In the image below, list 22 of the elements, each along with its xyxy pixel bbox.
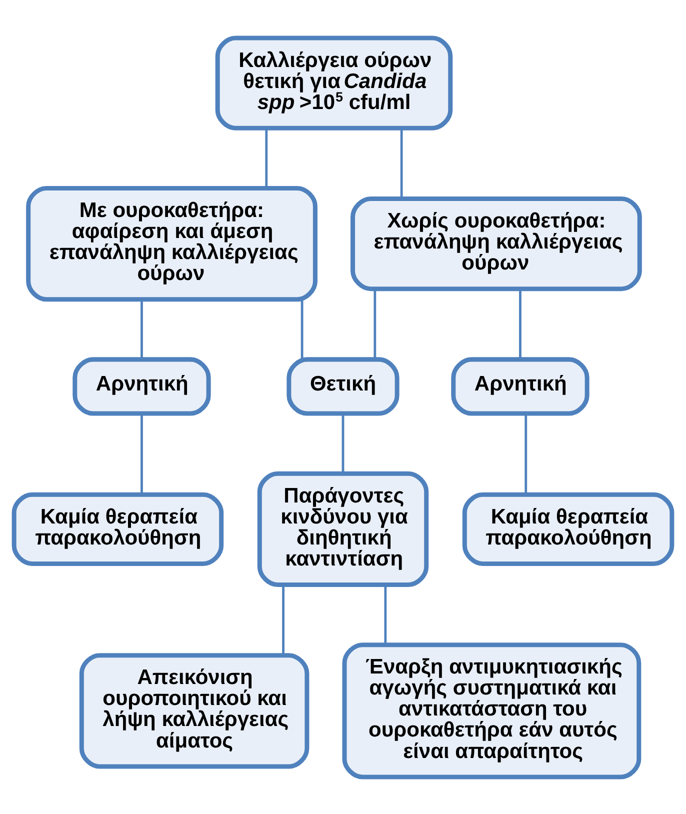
connector <box>265 128 268 188</box>
node-box: Αρνητική <box>72 356 211 416</box>
node-box: Απεικόνιση ουροποιητικού και λήψη καλλιέργειας αίματος <box>79 652 310 768</box>
node-box: Με ουροκαθετήρα: αφαίρεση και άμεση επανάληψη καλλιέργειας ούρων <box>26 185 318 302</box>
connector <box>300 298 304 359</box>
connector <box>140 414 143 494</box>
connector <box>519 288 522 359</box>
node-box: Θετική <box>286 356 400 416</box>
connector <box>524 414 528 494</box>
connector <box>400 128 403 198</box>
connector <box>342 414 344 473</box>
node-box: Καμία θεραπεία παρακολούθηση <box>462 492 674 566</box>
node-box: Καλλιέργεια ούρων θετική για Candida spp >10$^{5}$ cfu/ml <box>215 35 453 130</box>
node-box: Χωρίς ουροκαθετήρα: επανάληψη καλλιέργειας ούρων <box>350 196 642 291</box>
node-box: Έναρξη αντιμυκητιασικής αγωγής συστηματικά και αντικατάσταση του ουροκαθετήρα εάν αυτός είναι απαραίτητος <box>342 642 642 779</box>
connector <box>384 584 387 644</box>
connector <box>282 584 284 654</box>
node-box: Αρνητική <box>451 356 590 416</box>
node-box: Καμία θεραπεία παρακολούθηση <box>12 492 224 566</box>
connector <box>140 298 143 359</box>
connector <box>374 288 376 359</box>
node-box: Παράγοντες κινδύνου για διηθητική καντιντίαση <box>257 470 429 586</box>
